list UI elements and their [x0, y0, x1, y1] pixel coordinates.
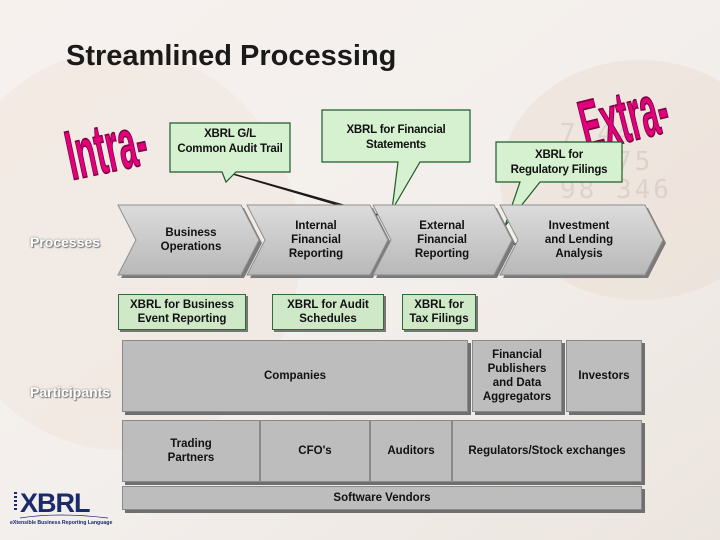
row-label-processes: Processes: [30, 234, 101, 250]
process-line: Investment: [548, 220, 610, 232]
participant-regulators: Regulators/Stock exchanges: [452, 420, 642, 482]
callout-regulatory: XBRL for Regulatory Filings: [496, 148, 622, 178]
callout-regulatory-line: XBRL for: [534, 149, 584, 161]
process-line: Reporting: [288, 248, 344, 260]
participant-cfos: CFO's: [260, 420, 370, 482]
intra-label: Intra-: [60, 102, 154, 195]
process-line: Business: [165, 227, 217, 239]
process-investment-analysis: Investment and Lending Analysis: [518, 210, 640, 270]
chevron-business-operations: [117, 204, 260, 276]
callout-gl-line: XBRL G/L: [204, 128, 256, 140]
participant-line: Publishers: [487, 363, 547, 375]
chevron-investment-analysis: [499, 204, 664, 276]
participant-line: Financial: [492, 349, 542, 361]
callout-regulatory-shape: [495, 141, 623, 227]
participant-financial-publishers: Financial Publishers and Data Aggregator…: [472, 340, 562, 412]
process-line: Operations: [160, 241, 222, 253]
participant-auditors: Auditors: [370, 420, 452, 482]
participant-investors: Investors: [566, 340, 642, 412]
xbrl-box-line: XBRL for Audit: [287, 299, 369, 311]
participant-line: Trading: [170, 438, 212, 450]
page-title: Streamlined Processing: [66, 40, 397, 72]
participant-companies: Companies: [122, 340, 468, 412]
callout-gl-line: Common Audit Trail: [177, 143, 283, 155]
xbrl-tax-filings-box: XBRL for Tax Filings: [402, 294, 476, 330]
callout-financial-line: XBRL for Financial: [346, 124, 446, 136]
xbrl-box-line: Event Reporting: [137, 313, 227, 325]
participant-line: Aggregators: [482, 391, 552, 403]
callout-gl-shape: [169, 122, 291, 184]
xbrl-logo: XBRL eXtensible Business Reporting Langu…: [8, 484, 120, 530]
extra-label-graphic: Extra-: [575, 66, 677, 168]
participant-software-vendors: Software Vendors: [122, 486, 642, 510]
process-line: and Lending: [544, 234, 614, 246]
chevron-external-reporting: [372, 204, 513, 276]
callout-financial-line: Statements: [366, 139, 426, 151]
process-internal-reporting: Internal Financial Reporting: [262, 210, 370, 270]
process-line: Reporting: [414, 248, 470, 260]
process-line: Financial: [417, 234, 467, 246]
intra-label-graphic: Intra-: [60, 101, 155, 195]
process-line: External: [419, 220, 465, 232]
xbrl-box-line: XBRL for Business: [130, 299, 234, 311]
xbrl-logo-graphic: XBRL eXtensible Business Reporting Langu…: [10, 488, 112, 526]
participant-trading-partners: Trading Partners: [122, 420, 260, 482]
process-line: Internal: [295, 220, 337, 232]
xbrl-box-line: Tax Filings: [409, 313, 469, 325]
row-label-participants: Participants: [30, 384, 111, 400]
xbrl-box-line: Schedules: [299, 313, 357, 325]
participant-line: and Data: [492, 377, 542, 389]
process-business-operations: Business Operations: [136, 210, 246, 270]
callout-regulatory-line: Regulatory Filings: [510, 164, 608, 176]
xbrl-logo-tagline: eXtensible Business Reporting Language: [10, 520, 112, 526]
process-line: Analysis: [555, 248, 603, 260]
xbrl-logo-wordmark: XBRL: [20, 488, 90, 518]
callout-gl: XBRL G/L Common Audit Trail: [168, 127, 292, 157]
xbrl-audit-schedules-box: XBRL for Audit Schedules: [272, 294, 384, 330]
callout-financial-shape: [321, 109, 471, 211]
xbrl-business-event-box: XBRL for Business Event Reporting: [118, 294, 246, 330]
process-chevrons: [117, 204, 664, 276]
xbrl-box-line: XBRL for: [414, 299, 464, 311]
participant-line: Partners: [167, 452, 215, 464]
process-external-reporting: External Financial Reporting: [388, 210, 496, 270]
chevron-internal-reporting: [246, 204, 389, 276]
callout-financial: XBRL for Financial Statements: [322, 123, 470, 153]
process-line: Financial: [291, 234, 341, 246]
